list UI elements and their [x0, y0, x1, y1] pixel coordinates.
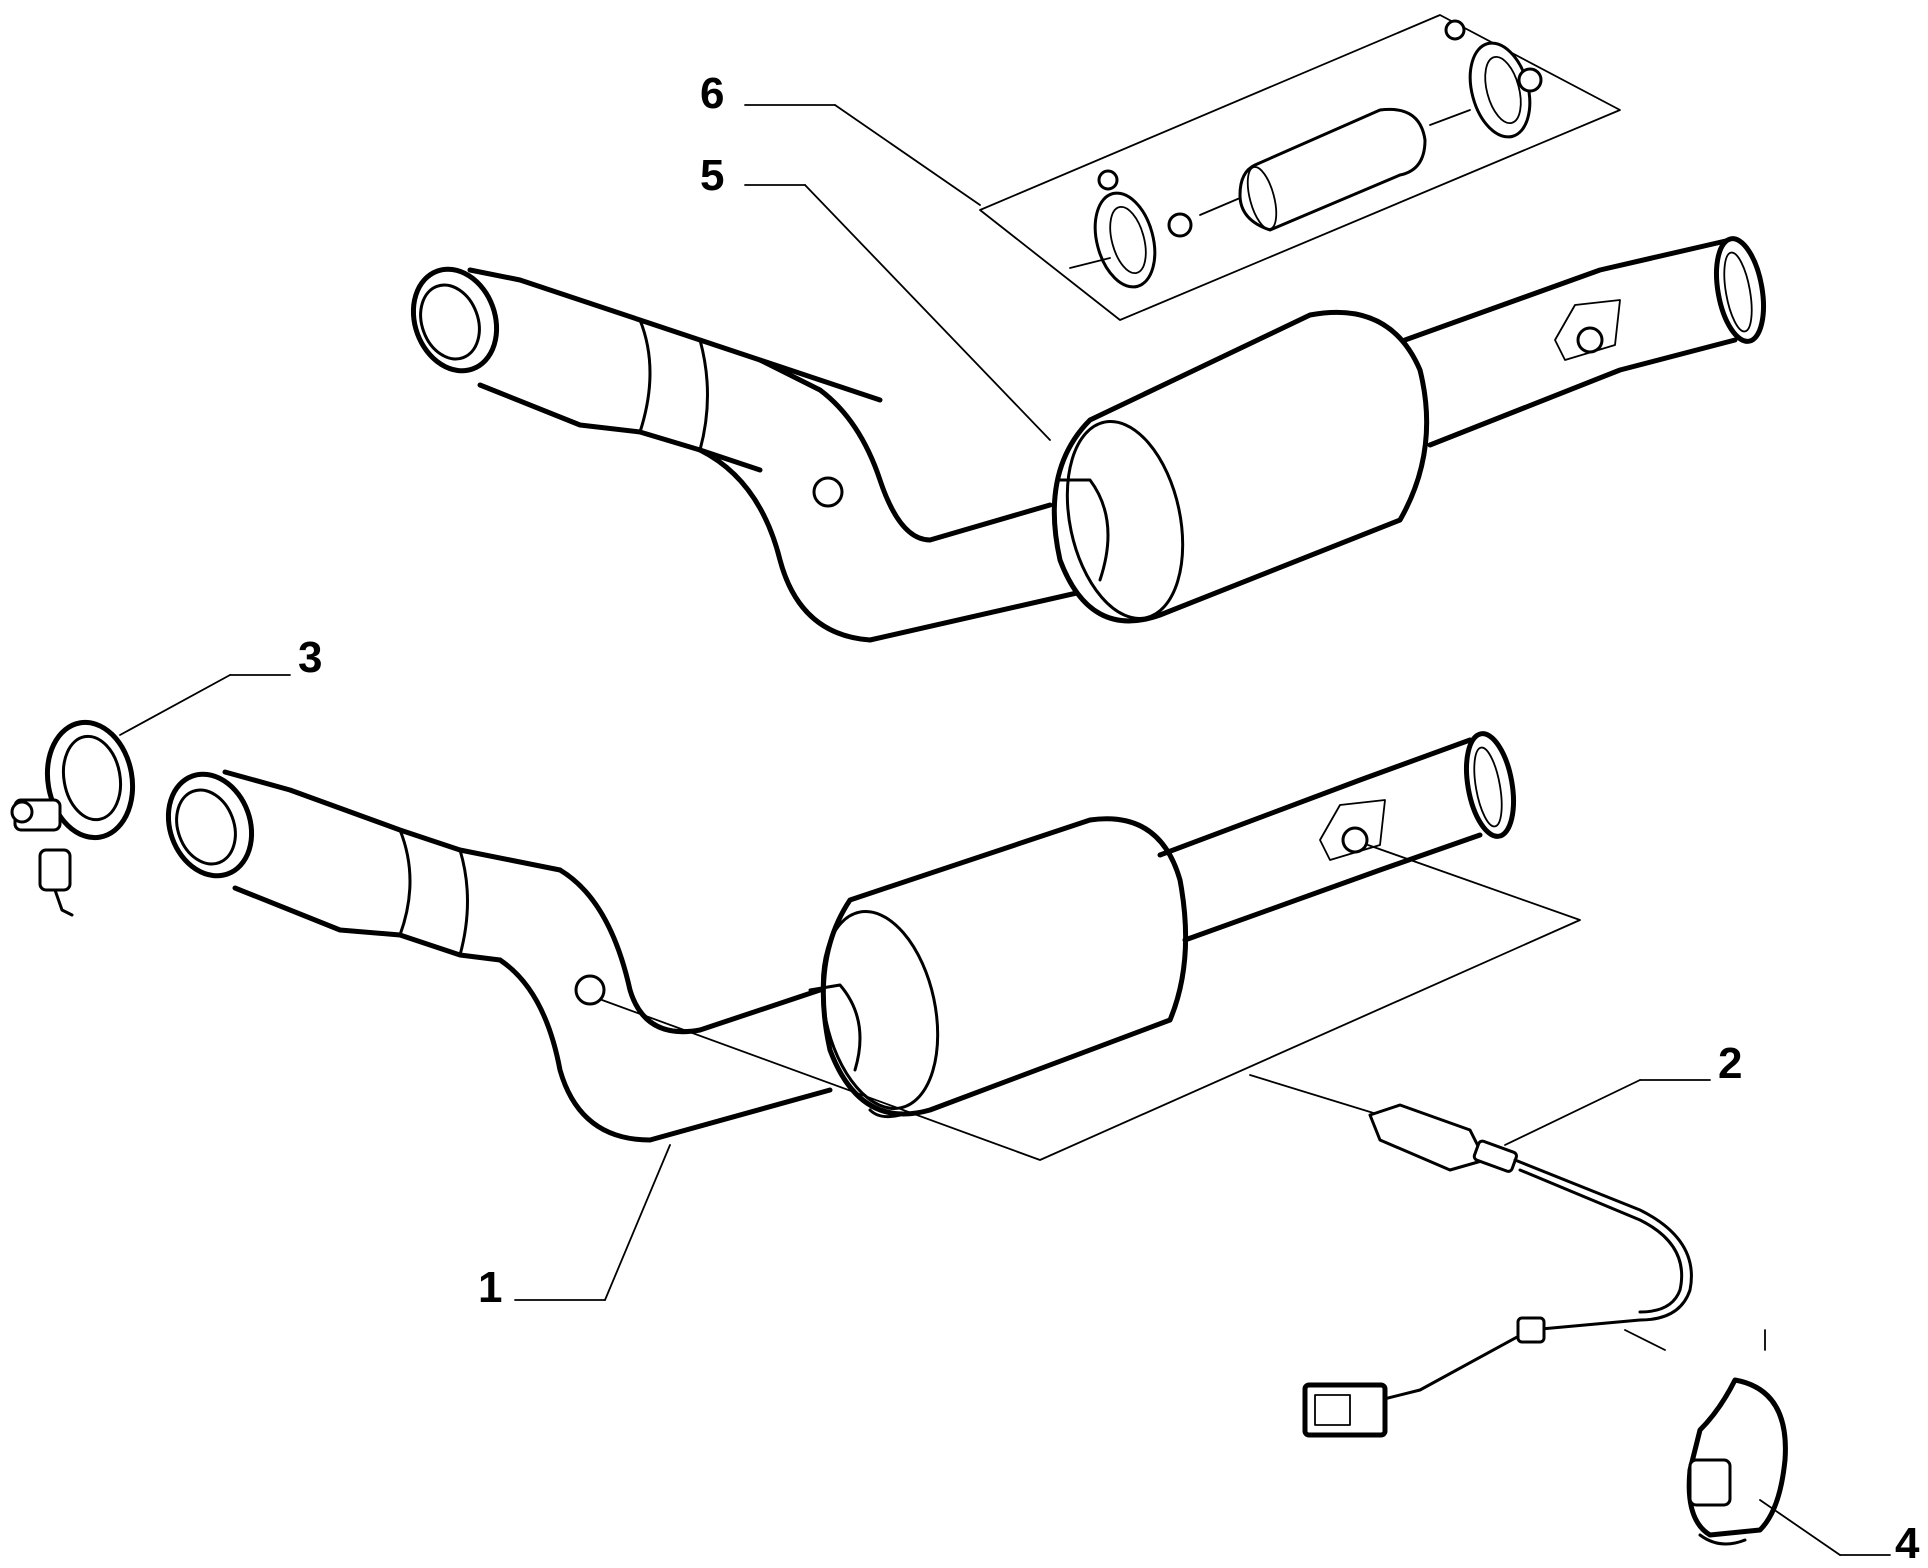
- leader-2-diag: [1504, 1079, 1641, 1146]
- leader-3-diag: [119, 674, 231, 736]
- callout-6: 6: [700, 69, 724, 118]
- catalytic-converter-upper: [410, 236, 1766, 643]
- exhaust-clamp: [10, 719, 136, 917]
- callout-2: 2: [1718, 1039, 1742, 1088]
- callout-4: 4: [1895, 1519, 1920, 1568]
- lambda-sensor: [1302, 1103, 1693, 1438]
- leader-4-diag: [1759, 1499, 1841, 1556]
- leader-5-diag: [804, 184, 1051, 441]
- callout-1: 1: [478, 1263, 502, 1312]
- leader-6-diag: [834, 104, 981, 206]
- leader-1-diag: [604, 1144, 671, 1301]
- front-pipe-with-catalyst: [165, 731, 1581, 1161]
- clamp-sleeve-kit-inset: [979, 14, 1621, 321]
- sensor-clip: [1624, 1329, 1788, 1546]
- callout-3: 3: [298, 633, 322, 682]
- callout-5: 5: [700, 151, 724, 200]
